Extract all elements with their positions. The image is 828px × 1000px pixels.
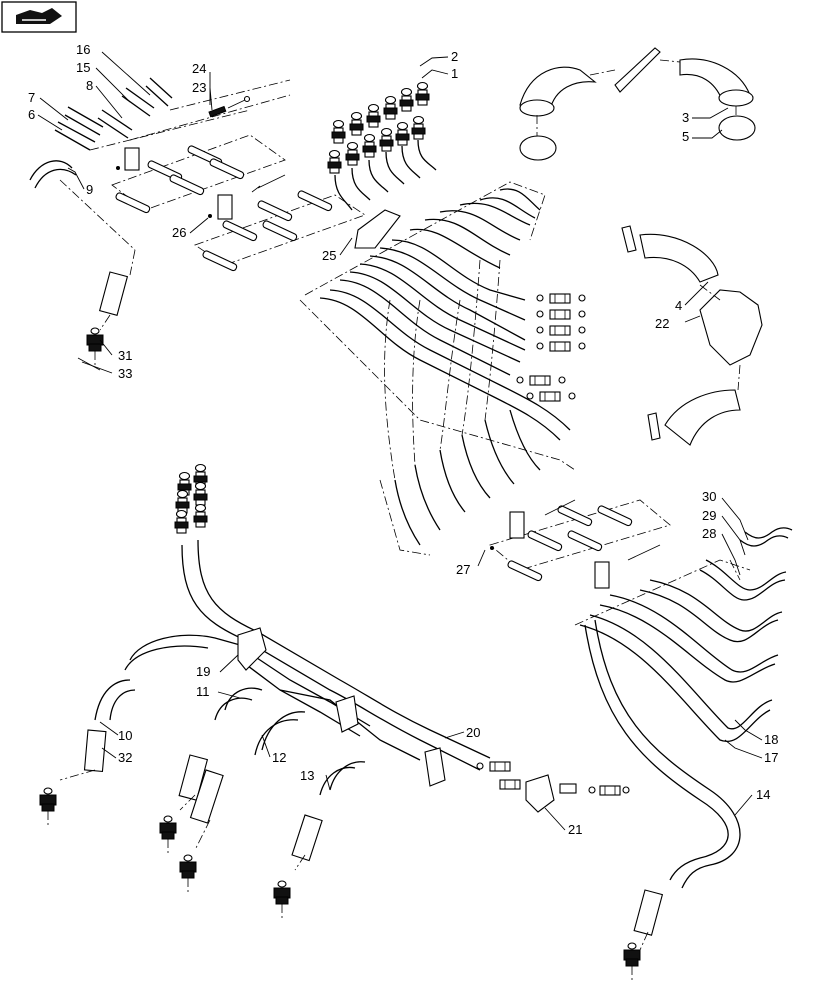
- callout-33: 33: [118, 366, 132, 381]
- callout-23: 23: [192, 80, 206, 95]
- right-elbow-assembly: [621, 225, 763, 446]
- callout-15: 15: [76, 60, 90, 75]
- callout-8: 8: [86, 78, 93, 93]
- manifold-plate-middle: [194, 174, 366, 273]
- grommet-19: [237, 627, 267, 671]
- callout-32: 32: [118, 750, 132, 765]
- manifold-plate-upper: [111, 134, 286, 215]
- callout-9: 9: [86, 182, 93, 197]
- callout-29: 29: [702, 508, 716, 523]
- callout-26: 26: [172, 225, 186, 240]
- lower-left-hose-harness: [39, 539, 491, 919]
- coupler-column-top: [327, 81, 437, 211]
- left-drop-hose: [77, 249, 136, 371]
- callout-30: 30: [702, 489, 716, 504]
- callout-19: 19: [196, 664, 210, 679]
- callout-17: 17: [764, 750, 778, 765]
- callout-7: 7: [28, 90, 35, 105]
- upper-right-elbows: [519, 47, 756, 161]
- callout-27: 27: [456, 562, 470, 577]
- callout-6: 6: [28, 107, 35, 122]
- callout-25: 25: [322, 248, 336, 263]
- callout-14: 14: [756, 787, 770, 802]
- callout-12: 12: [272, 750, 286, 765]
- center-clamp-blocks: [516, 293, 586, 402]
- callout-labels: 1 2 3 4 5 6 7 8 9 10 11 12 13 14 15 16 1…: [28, 42, 778, 837]
- lower-left-couplers: [174, 463, 208, 534]
- grommet-25: [354, 209, 401, 249]
- callout-22: 22: [655, 316, 669, 331]
- callout-31: 31: [118, 348, 132, 363]
- callout-16: 16: [76, 42, 90, 57]
- grommet-20: [335, 695, 446, 787]
- callout-3: 3: [682, 110, 689, 125]
- callout-11: 11: [196, 684, 210, 699]
- bolt-assembly-23-24: [208, 95, 251, 118]
- callout-24: 24: [192, 61, 206, 76]
- leader-lines: [37, 51, 763, 831]
- callout-21: 21: [568, 822, 582, 837]
- callout-2: 2: [451, 49, 458, 64]
- callout-20: 20: [466, 725, 480, 740]
- callout-13: 13: [300, 768, 314, 783]
- manifold-plate-lower: [489, 499, 671, 589]
- center-hose-bundle: [299, 181, 576, 556]
- callout-28: 28: [702, 526, 716, 541]
- grommet-21: [476, 761, 630, 813]
- callout-5: 5: [682, 129, 689, 144]
- callout-10: 10: [118, 728, 132, 743]
- upper-left-hose-group: [29, 77, 291, 251]
- callout-4: 4: [675, 298, 682, 313]
- page-forward-icon[interactable]: [1, 1, 77, 33]
- callout-1: 1: [451, 66, 458, 81]
- callout-18: 18: [764, 732, 778, 747]
- lower-right-hose-group: [574, 527, 793, 981]
